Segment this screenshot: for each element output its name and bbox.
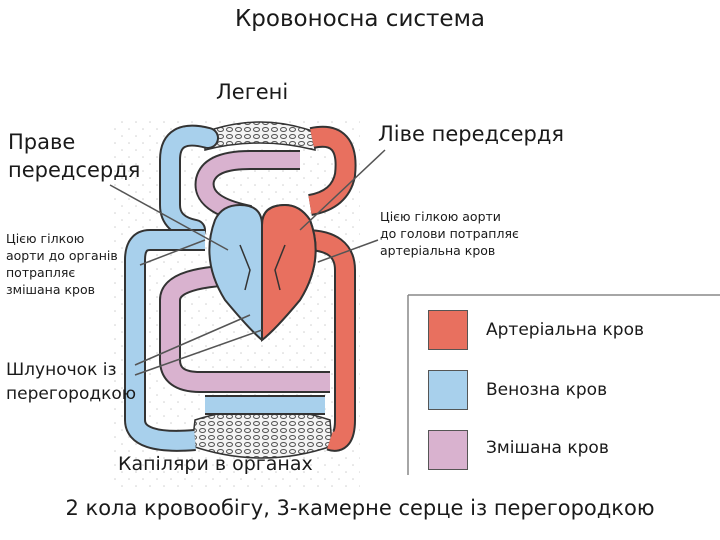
- heart-left-side: [261, 203, 317, 343]
- mixed-aorta-branch: [161, 266, 330, 391]
- legend-label-mixed: Змішана кров: [486, 438, 609, 458]
- pointer-left-atrium: [299, 149, 386, 231]
- heart-chambers: [239, 244, 286, 291]
- label-ventricle: Шлуночок із перегородкою: [6, 360, 137, 404]
- legend: Артеріальна кров Венозна кров Змішана кр…: [418, 302, 718, 482]
- caption: 2 кола кровообігу, 3-камерне серце із пе…: [65, 496, 655, 520]
- pulmonary-vein-left: [308, 127, 355, 214]
- label-right-atrium: Праве передсердя: [8, 130, 141, 182]
- pointer-ventricle: [134, 314, 251, 366]
- pointer-aorta-organs: [139, 239, 206, 266]
- lung-capillaries: [204, 121, 316, 151]
- legend-label-venous: Венозна кров: [486, 380, 608, 400]
- pointer-aorta-head: [317, 239, 379, 263]
- label-aorta-head: Цією гілкою аорти до голови потрапляє ар…: [380, 209, 519, 258]
- label-left-atrium: Ліве передсердя: [378, 122, 564, 146]
- legend-swatch-venous: [428, 370, 468, 410]
- label-lungs: Легені: [216, 80, 289, 104]
- legend-label-arterial: Артеріальна кров: [486, 320, 645, 340]
- legend-swatch-arterial: [428, 310, 468, 350]
- organ-capillaries: [191, 408, 333, 459]
- pointer-right-atrium: [109, 184, 229, 251]
- legend-swatch-mixed: [428, 430, 468, 470]
- label-aorta-organs: Цією гілкою аорти до органів потрапляє з…: [6, 231, 118, 297]
- systemic-artery: [304, 231, 354, 450]
- diagram-title: Кровоносна система: [234, 6, 486, 32]
- label-capillaries: Капіляри в органах: [118, 453, 313, 475]
- systemic-vein: [126, 231, 205, 450]
